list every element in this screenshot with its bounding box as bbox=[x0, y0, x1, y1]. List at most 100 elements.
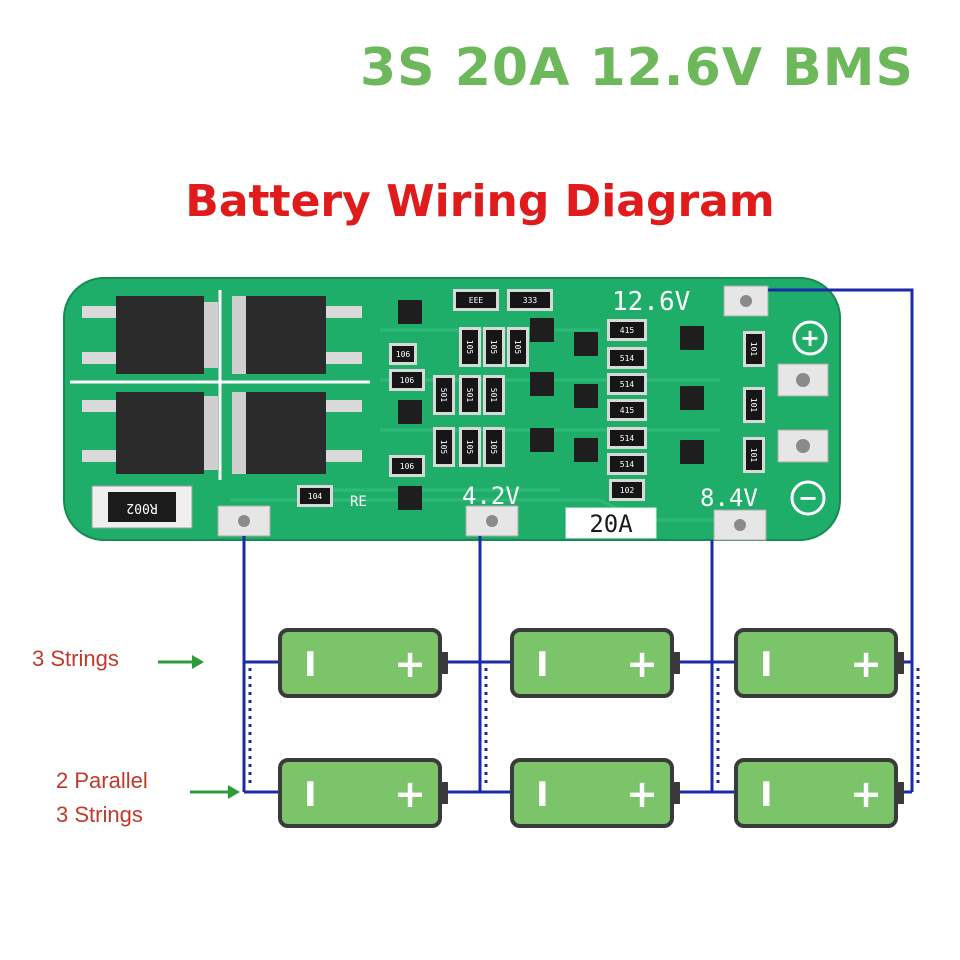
smd-code: 104 bbox=[308, 492, 323, 501]
mosfet-1 bbox=[82, 296, 218, 374]
smd-chip bbox=[486, 330, 502, 364]
shunt-resistor: R002 bbox=[91, 485, 193, 529]
row-label-parallel-line1: 2 Parallel bbox=[56, 768, 148, 793]
label-re: RE bbox=[350, 494, 367, 510]
smd-code: 102 bbox=[620, 486, 635, 495]
smd-chip bbox=[392, 372, 422, 388]
battery-plus-label: + bbox=[850, 642, 882, 686]
diagram-subtitle: Battery Wiring Diagram bbox=[185, 176, 775, 227]
battery-cell-r1-c2: I+ bbox=[510, 628, 680, 698]
label-12v6: 12.6V bbox=[612, 287, 690, 317]
smd-chip bbox=[462, 430, 478, 464]
smd-code: 105 bbox=[465, 440, 474, 455]
smd-code: 415 bbox=[620, 406, 635, 415]
row-label-parallel: 2 Parallel 3 Strings bbox=[56, 764, 148, 832]
smd-chip bbox=[436, 378, 452, 412]
smd-code: 501 bbox=[489, 388, 498, 403]
row-label-series-text: 3 Strings bbox=[32, 646, 119, 671]
battery-cell-r1-c3: I+ bbox=[734, 628, 904, 698]
sot-ic bbox=[530, 372, 554, 396]
smd-chip bbox=[612, 482, 642, 498]
pad-12v6 bbox=[723, 285, 769, 317]
arrow-series bbox=[158, 655, 204, 669]
battery-cells: I+I+I+I+I+I+ bbox=[278, 628, 904, 828]
smd-chip bbox=[462, 378, 478, 412]
smd-code: 501 bbox=[439, 388, 448, 403]
battery-minus-label: I bbox=[536, 645, 549, 685]
battery-minus-label: I bbox=[536, 775, 549, 815]
battery-cell-r2-c3: I+ bbox=[734, 758, 904, 828]
smd-code: 105 bbox=[439, 440, 448, 455]
battery-minus-label: I bbox=[304, 645, 317, 685]
shunt-label: R002 bbox=[126, 500, 157, 515]
pad-b-minus bbox=[217, 505, 271, 537]
battery-minus-label: I bbox=[760, 645, 773, 685]
smd-code: 101 bbox=[749, 448, 758, 463]
smd-code: 501 bbox=[465, 388, 474, 403]
pad-4v2 bbox=[465, 505, 519, 537]
row-label-parallel-line2: 3 Strings bbox=[56, 802, 143, 827]
sot-ic bbox=[680, 440, 704, 464]
battery-plus-label: + bbox=[626, 642, 658, 686]
smd-chip bbox=[392, 458, 422, 474]
sot-ic bbox=[574, 384, 598, 408]
smd-code: 106 bbox=[396, 350, 411, 359]
battery-plus-label: + bbox=[394, 642, 426, 686]
minus-symbol: − bbox=[798, 484, 818, 512]
smd-chip bbox=[462, 330, 478, 364]
smd-code: 514 bbox=[620, 460, 635, 469]
wires bbox=[242, 288, 914, 794]
smd-chip bbox=[436, 430, 452, 464]
sot-ic bbox=[680, 326, 704, 350]
smd-chip bbox=[610, 376, 644, 392]
smd-code: 514 bbox=[620, 354, 635, 363]
smd-chip bbox=[746, 390, 762, 420]
smd-chip bbox=[486, 430, 502, 464]
smd-chip bbox=[486, 378, 502, 412]
sot-ic bbox=[574, 332, 598, 356]
sot-ic bbox=[398, 400, 422, 424]
smd-chip bbox=[300, 488, 330, 504]
smd-chip bbox=[746, 440, 762, 470]
wire-12v6 bbox=[768, 288, 914, 792]
mosfet-3 bbox=[82, 392, 218, 474]
smd-chip bbox=[392, 346, 414, 362]
parallel-links bbox=[248, 668, 920, 786]
mosfet-2 bbox=[232, 296, 362, 374]
smd-code: 415 bbox=[620, 326, 635, 335]
arrow-parallel bbox=[190, 785, 240, 799]
smd-code: 514 bbox=[620, 380, 635, 389]
battery-cell-r2-c2: I+ bbox=[510, 758, 680, 828]
page-title: 3S 20A 12.6V BMS bbox=[360, 38, 914, 98]
pad-8v4 bbox=[713, 509, 767, 541]
smd-code: 514 bbox=[620, 434, 635, 443]
smd-code: 105 bbox=[465, 340, 474, 355]
battery-plus-label: + bbox=[626, 772, 658, 816]
sot-ic bbox=[530, 318, 554, 342]
smd-chip bbox=[610, 350, 644, 366]
sot-ic bbox=[398, 486, 422, 510]
smd-code: EEE bbox=[469, 296, 484, 305]
plus-symbol: + bbox=[800, 324, 820, 352]
sot-ic bbox=[530, 428, 554, 452]
smd-code: 101 bbox=[749, 342, 758, 357]
sot-ic bbox=[680, 386, 704, 410]
smd-code: 106 bbox=[400, 376, 415, 385]
battery-minus-label: I bbox=[304, 775, 317, 815]
smd-chip bbox=[610, 402, 644, 418]
label-20a: 20A bbox=[589, 510, 633, 538]
battery-plus-label: + bbox=[850, 772, 882, 816]
smd-chip bbox=[610, 430, 644, 446]
smd-code: 105 bbox=[489, 340, 498, 355]
battery-plus-label: + bbox=[394, 772, 426, 816]
smd-code: 106 bbox=[400, 462, 415, 471]
label-8v4: 8.4V bbox=[700, 484, 758, 512]
label-4v2: 4.2V bbox=[462, 482, 520, 510]
smd-chip bbox=[510, 292, 550, 308]
smd-chip bbox=[610, 456, 644, 472]
smd-chip bbox=[746, 334, 762, 364]
smd-code: 101 bbox=[749, 398, 758, 413]
